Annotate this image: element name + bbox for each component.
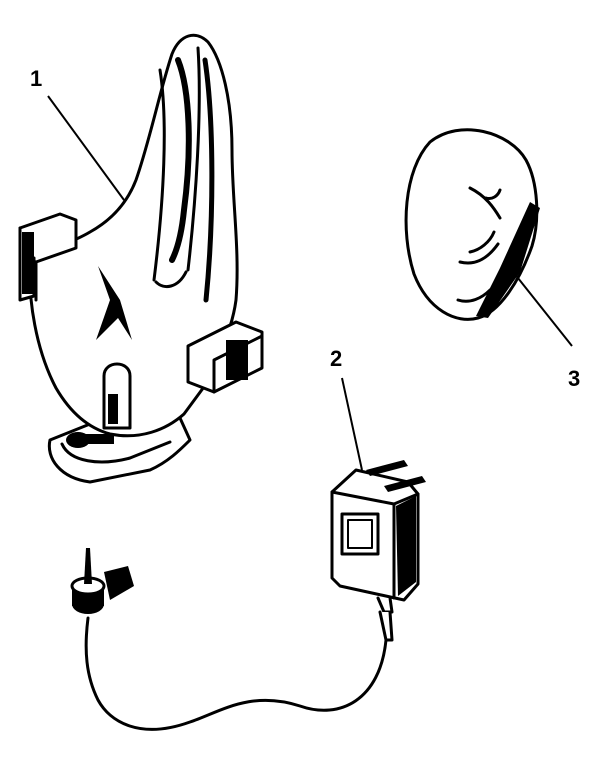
- ac-adapter: [70, 460, 426, 731]
- leader-line-1: [47, 95, 125, 201]
- callout-2: 2: [330, 346, 343, 371]
- charging-stand: [18, 33, 264, 484]
- leader-line-3: [509, 267, 573, 347]
- leader-line-2: [341, 377, 363, 471]
- callout-1: 1: [30, 66, 43, 91]
- ear-cushion: [404, 128, 540, 321]
- callout-3: 3: [568, 366, 581, 391]
